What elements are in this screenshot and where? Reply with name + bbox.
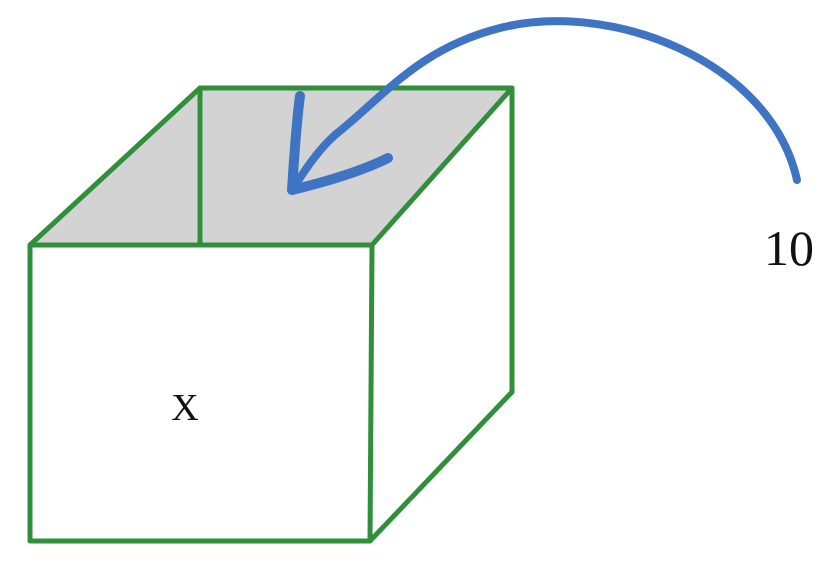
cube-right-bottom-edge <box>367 389 515 544</box>
arrow <box>287 17 801 195</box>
box-label: X <box>171 387 198 429</box>
cube-edges <box>27 85 515 544</box>
arrow-head-left <box>287 91 305 195</box>
cube-front-face <box>27 242 375 544</box>
cube-top-back-edges <box>27 85 515 248</box>
arrow-shaft <box>288 17 801 194</box>
arrow-label: 10 <box>764 220 814 276</box>
arrow-head-right <box>287 153 393 195</box>
cube-top-face <box>30 88 512 245</box>
